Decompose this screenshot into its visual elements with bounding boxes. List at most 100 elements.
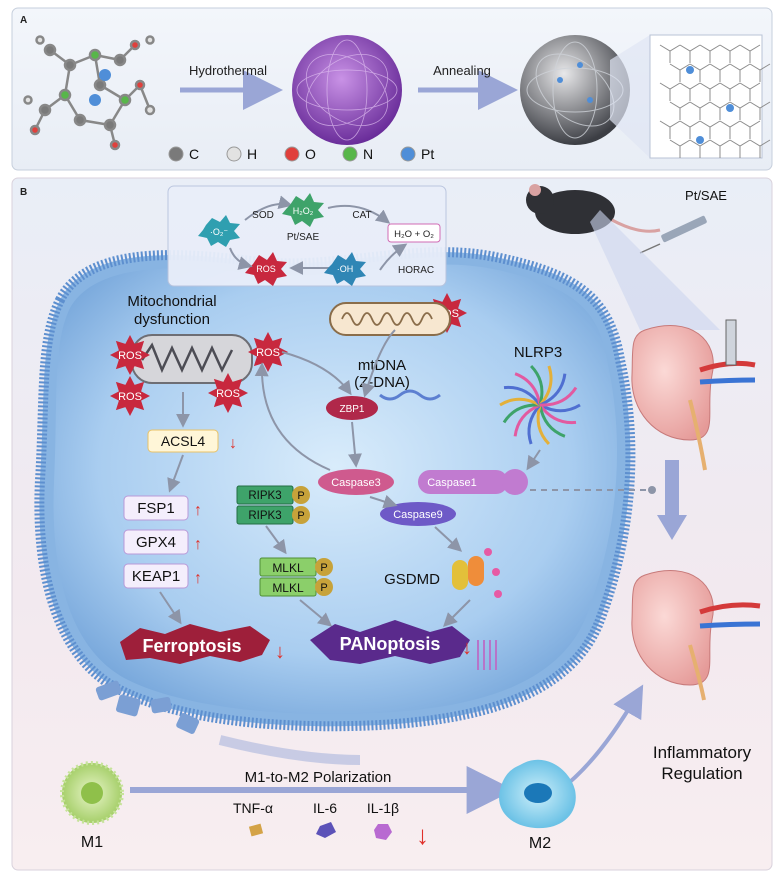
ptsae-label: Pt/SAE	[287, 232, 320, 243]
cytokine-down-arrow: ↓	[416, 820, 429, 850]
acsl4-down-arrow: ↓	[229, 435, 237, 452]
cell-debris	[95, 680, 200, 734]
ros-label-2: ROS	[118, 391, 142, 403]
annealed-nanosphere	[520, 35, 630, 145]
il1b-particle	[374, 824, 392, 840]
superoxide-label: ·O₂⁻	[210, 227, 228, 237]
legend-label-4: Pt	[421, 146, 434, 162]
pathway-arrows	[159, 329, 541, 627]
mlkl-p-label-2: P	[320, 582, 327, 594]
hydroxyl-burst	[324, 252, 366, 286]
legend-label-3: N	[363, 146, 373, 162]
panoptosis-badge	[310, 620, 470, 664]
nlrp3-arm-6	[502, 403, 541, 424]
ferroptosis-badge	[120, 624, 270, 664]
ripk3-p-1	[292, 486, 310, 504]
acsl4-label: ACSL4	[161, 433, 206, 449]
panel-b-label: B	[20, 187, 27, 198]
hydroxyl-label: ·OH	[337, 264, 354, 274]
legend-dot-4	[400, 146, 416, 162]
mlkl-label-2: MLKL	[272, 581, 304, 595]
nlrp3-arm-3	[536, 404, 551, 446]
cat-label: CAT	[352, 210, 371, 221]
nanosphere-threads	[296, 39, 398, 141]
il6-particle	[316, 822, 336, 838]
mito-title-2: dysfunction	[134, 311, 210, 328]
nlrp3-arm-9	[514, 372, 542, 406]
healthy-mitochondrion	[329, 302, 451, 336]
panel-a-label: A	[20, 15, 27, 26]
purple-nanosphere	[292, 35, 402, 145]
ros-burst-1	[248, 332, 288, 372]
nlrp3-arm-5	[513, 403, 541, 437]
ripk3-label-2: RIPK3	[248, 510, 281, 522]
mito-title-1: Mitochondrial	[127, 293, 216, 310]
caspase1-label: Caspase1	[427, 477, 477, 489]
gpx4-up-arrow: ↑	[194, 536, 202, 553]
ferroptosis-label: Ferroptosis	[142, 636, 241, 656]
caspase9-label: Caspase9	[393, 509, 443, 521]
fsp1-box	[123, 495, 189, 521]
zoom-cone	[610, 35, 650, 158]
mlkl-p-2	[315, 578, 333, 596]
products-box	[387, 223, 441, 243]
gsdmd-pore	[452, 548, 502, 598]
mlkl-p-label-1: P	[320, 562, 327, 574]
kidney-injured	[631, 319, 756, 471]
ros-label-3: ROS	[216, 388, 240, 400]
superoxide-burst	[198, 215, 240, 247]
membrane-pore	[477, 640, 497, 670]
keap1-up-arrow: ↑	[194, 570, 202, 587]
nlrp3-arm-10	[529, 364, 544, 406]
mlkl-label-1: MLKL	[272, 561, 304, 575]
ros-burst-box	[245, 252, 287, 286]
m2-nucleus	[524, 783, 552, 803]
legend-dot-2	[284, 146, 300, 162]
caspase3-node	[318, 469, 394, 495]
ros-label-box: ROS	[256, 264, 276, 274]
step-annealing: Annealing	[433, 63, 491, 78]
ripk3-p-2	[292, 506, 310, 524]
fsp1-up-arrow: ↑	[194, 502, 202, 519]
sod-label: SOD	[252, 210, 274, 221]
panoptosis-label: PANoptosis	[340, 634, 441, 654]
panel-b: B ·O₂⁻ SOD H₂O₂ Pt/SAE CAT H₂O + O₂ ROS …	[11, 177, 773, 871]
legend-label-0: C	[189, 146, 199, 162]
ripk3-p-label-1: P	[297, 490, 304, 502]
gpx4-label: GPX4	[136, 534, 176, 551]
pt-atom-1	[726, 104, 734, 112]
zbp1-node	[326, 396, 378, 420]
clamp-icon	[725, 319, 737, 366]
nlrp3-arm-12	[539, 373, 567, 407]
h2o2-label: H₂O₂	[293, 206, 314, 216]
panel-a: A Hydrothermal	[11, 7, 773, 171]
inflam-label-2: Regulation	[661, 764, 742, 783]
damaged-mitochondrion	[131, 334, 253, 384]
ros-label-0: ROS	[118, 350, 142, 362]
caspase9-node	[380, 502, 456, 526]
nlrp3-arm-11	[538, 365, 553, 406]
ripk3-stack: RIPK3 P RIPK3 P	[236, 485, 310, 525]
fsp1-label: FSP1	[137, 500, 175, 517]
legend-label-1: H	[247, 146, 257, 162]
legend-label-2: O	[305, 146, 316, 162]
cytokine-3: IL-1β	[367, 800, 399, 816]
zdna-helix	[379, 389, 441, 401]
mlkl-stack: MLKL P MLKL P	[259, 557, 333, 597]
h2o2-burst	[282, 193, 324, 227]
tnf-particle	[248, 823, 264, 837]
pt-atom-2	[696, 136, 704, 144]
polarization-swoop	[218, 735, 361, 765]
mtdna-label-1: mtDNA	[358, 357, 406, 374]
keap1-label: KEAP1	[132, 568, 180, 585]
nlrp3-arm-0	[539, 403, 581, 413]
ripk3-label-1: RIPK3	[248, 490, 281, 502]
ros-burst-2	[110, 376, 150, 416]
nlrp3-arm-1	[538, 404, 577, 425]
polarization-label: M1-to-M2 Polarization	[245, 769, 392, 786]
cytokine-2: IL-6	[313, 800, 337, 816]
gpx4-box	[123, 529, 189, 555]
syringe-icon	[639, 215, 707, 254]
ferro-markers: FSP1 ↑ GPX4 ↑ KEAP1 ↑	[123, 495, 202, 589]
